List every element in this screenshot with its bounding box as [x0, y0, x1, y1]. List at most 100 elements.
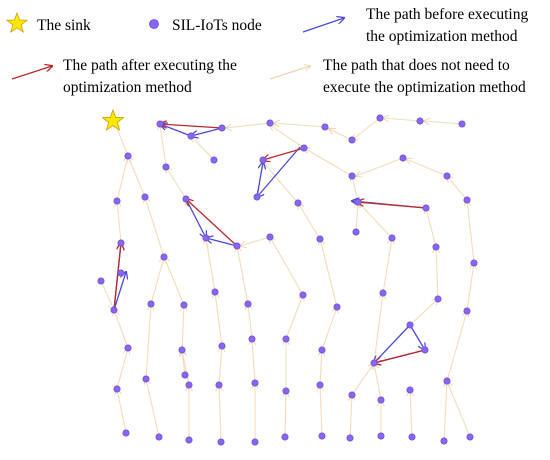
unchanged-path-arrow	[226, 122, 271, 128]
sil-iot-node	[354, 198, 362, 206]
sil-iot-node	[318, 432, 326, 440]
unchanged-path-arrow	[116, 348, 128, 390]
path-unchanged-legend-arrow-icon	[269, 66, 310, 80]
path-after-arrow	[160, 124, 223, 129]
sil-iot-node	[346, 434, 354, 442]
sil-iot-node	[211, 288, 219, 296]
unchanged-path-arrow	[285, 391, 286, 438]
unchanged-path-arrow	[467, 200, 475, 264]
sil-iot-node	[251, 438, 259, 446]
sil-iot-node	[244, 300, 252, 308]
path-before-arrow	[206, 238, 238, 247]
sil-iot-node	[443, 377, 451, 385]
sil-iot-node	[458, 120, 466, 128]
unchanged-path-arrow	[128, 156, 146, 198]
sil-iot-node	[281, 433, 289, 441]
sil-iot-node	[97, 277, 105, 285]
unchanged-path-arrow	[382, 238, 392, 294]
path-after-legend-arrow-icon	[11, 66, 52, 80]
unchanged-path-arrow	[374, 363, 382, 401]
unchanged-path-arrow	[270, 125, 305, 149]
sil-iot-node	[110, 306, 118, 314]
sil-iot-node	[113, 197, 121, 205]
sil-iot-node	[217, 438, 225, 446]
sil-iot-node	[122, 429, 130, 437]
sil-iot-node	[187, 132, 195, 140]
path-unchanged-legend-label-line1: The path that does not need to	[323, 57, 510, 74]
sil-iot-node	[294, 199, 302, 207]
unchanged-path-arrow	[466, 263, 474, 312]
unchanged-path-arrow	[117, 389, 127, 434]
sil-iot-node	[160, 253, 168, 261]
sil-iot-node	[266, 119, 274, 127]
legend: The sink SIL-IoTs node The path before e…	[5, 6, 528, 96]
sil-iot-node	[210, 156, 218, 164]
unchanged-path-arrow	[274, 123, 326, 128]
sil-iot-node	[253, 193, 261, 201]
optimized-paths	[113, 124, 427, 363]
unchanged-path-arrow	[320, 385, 322, 437]
sil-iot-node	[202, 234, 210, 242]
sil-iot-node	[215, 381, 223, 389]
unchanged-path-arrow	[248, 304, 253, 340]
path-before-arrow	[257, 146, 301, 197]
sil-iot-node	[180, 301, 188, 309]
path-before-legend-arrow-icon	[302, 18, 344, 33]
sink-legend-label: The sink	[37, 17, 91, 34]
sil-iot-node	[316, 381, 324, 389]
sil-iot-node	[178, 346, 186, 354]
sil-iot-node	[282, 387, 290, 395]
sil-iot-node	[316, 235, 324, 243]
unchanged-path-arrow	[358, 202, 393, 239]
sil-iot-node	[432, 243, 440, 251]
unchanged-path-arrow	[206, 238, 216, 293]
unchanged-path-arrow	[150, 257, 164, 305]
unchanged-path-arrow	[285, 295, 303, 340]
sil-iot-node	[318, 346, 326, 354]
sil-iot-node	[443, 172, 451, 180]
sil-iot-node	[248, 335, 256, 343]
unchanged-path-arrow	[352, 117, 381, 140]
sil-iot-node	[155, 433, 163, 441]
sink-legend-star-icon	[5, 11, 29, 33]
node-legend-label: SIL-IoTs node	[172, 17, 262, 34]
path-after-arrow	[357, 202, 427, 209]
unchanged-path-arrow	[270, 237, 304, 296]
sil-iot-node	[466, 433, 474, 441]
sil-iot-node	[370, 359, 378, 367]
unchanged-path-arrow	[146, 379, 160, 438]
sil-iot-node	[348, 172, 356, 180]
sil-iot-node	[434, 295, 442, 303]
sil-iot-node	[379, 289, 387, 297]
sil-iot-node	[463, 196, 471, 204]
unchanged-path-arrow	[329, 129, 353, 141]
sil-iot-node	[124, 344, 132, 352]
unchanged-path-arrow	[117, 201, 122, 244]
path-after-legend-label-line2: optimization method	[63, 79, 192, 96]
unchanged-path-arrow	[240, 236, 271, 246]
sil-iot-node	[422, 204, 430, 212]
sil-iot-node	[421, 346, 429, 354]
sil-iot-node	[113, 385, 121, 393]
unchanged-path-arrow	[356, 202, 358, 233]
unchanged-path-arrow	[424, 121, 463, 124]
sil-iot-node	[321, 123, 329, 131]
unchanged-path-arrow	[383, 118, 421, 121]
path-after-arrow	[186, 199, 238, 247]
sil-iot-node	[333, 303, 341, 311]
sil-iot-node	[440, 437, 448, 445]
path-after-arrow	[113, 243, 121, 311]
sil-iot-node	[406, 386, 414, 394]
sil-iot-node	[142, 375, 150, 383]
unchanged-path-arrow	[160, 124, 167, 168]
sil-iot-node	[376, 114, 384, 122]
sil-iot-node	[299, 291, 307, 299]
sil-iot-node	[300, 144, 308, 152]
sink	[101, 108, 125, 131]
unchanged-path-arrow	[114, 310, 129, 349]
unchanged-path-arrow	[320, 239, 338, 308]
sil-iot-node	[399, 154, 407, 162]
unchanged-path-arrow	[145, 304, 151, 380]
unchanged-path-arrow	[145, 197, 165, 258]
unchanged-path-arrow	[191, 136, 215, 161]
